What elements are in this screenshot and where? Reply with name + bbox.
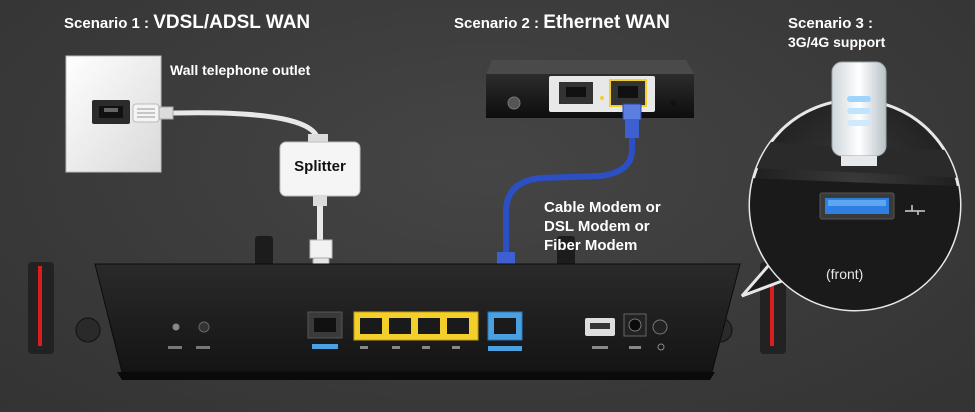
router-rear-panel: [28, 236, 786, 380]
rj45-plug-modem: [622, 103, 642, 138]
scenario-1-heading: Scenario 1 : VDSL/ADSL WAN: [64, 12, 310, 34]
front-label: (front): [826, 266, 864, 282]
scenario-2-prefix: Scenario 2 :: [454, 15, 544, 32]
scenario-2-title: Ethernet WAN: [543, 12, 670, 33]
modem-type-cable: Cable Modem or: [544, 199, 661, 216]
usb-3g-4g-dongle: [831, 61, 887, 166]
modem-device: [486, 60, 694, 118]
scenario-3-heading: Scenario 3 : 3G/4G support: [788, 14, 885, 52]
modem-type-fiber: Fiber Modem: [544, 237, 638, 254]
modem-types-label: Cable Modem or DSL Modem or Fiber Modem: [544, 198, 661, 255]
scenario-1-prefix: Scenario 1 :: [64, 15, 154, 32]
front-usb-zoom-bubble: [740, 98, 962, 312]
scenario-3-title-line1: Scenario 3 :: [788, 15, 874, 32]
ethernet-cable: [503, 130, 635, 262]
splitter-label: Splitter: [294, 158, 346, 175]
scenario-3-title-line2: 3G/4G support: [788, 34, 886, 50]
scenario-2-heading: Scenario 2 : Ethernet WAN: [454, 12, 670, 34]
scenario-1-title: VDSL/ADSL WAN: [153, 12, 311, 33]
wall-outlet-label: Wall telephone outlet: [170, 62, 311, 78]
modem-type-dsl: DSL Modem or: [544, 218, 650, 235]
splitter-box: [279, 134, 361, 206]
rj11-plug-wall: [132, 103, 174, 123]
